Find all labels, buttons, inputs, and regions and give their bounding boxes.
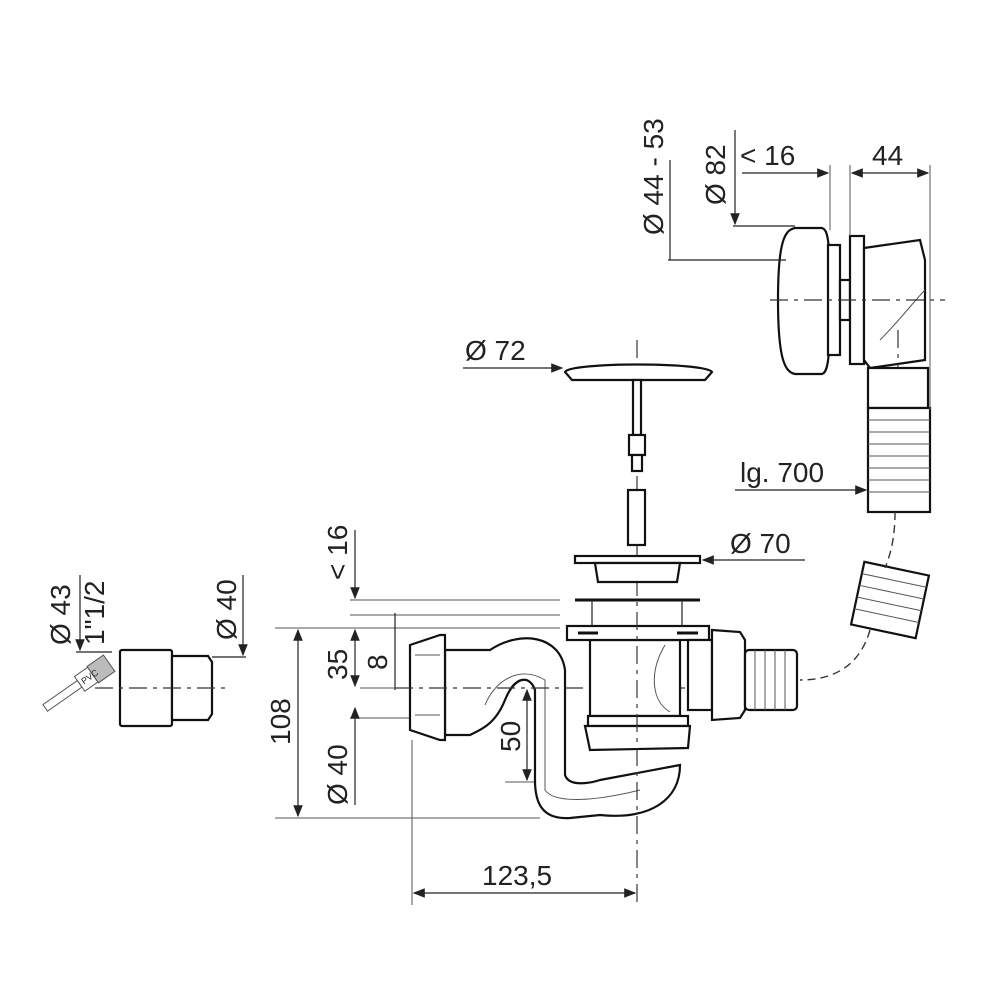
dim-trap-outlet-dia: Ø 40 [322, 744, 353, 805]
dim-trap-total-height: 108 [265, 698, 296, 745]
pvc-glue-brush-icon: PVC [42, 654, 116, 712]
overflow [770, 226, 945, 681]
dim-adapter-inner-dia: Ø 40 [211, 579, 242, 640]
dim-adapter-thread: 1"1/2 [79, 581, 110, 645]
pvc-adapter [95, 648, 225, 728]
dim-water-seal: 50 [495, 721, 526, 752]
dim-waste-flange-dia: Ø 70 [730, 528, 791, 559]
corrugated-hose-end [849, 560, 931, 640]
dim-adapter-outer-dia: Ø 43 [45, 584, 76, 645]
dim-trap-offset-8: 8 [362, 654, 393, 670]
dim-hose-length: lg. 700 [740, 457, 824, 488]
overflow-dimensions [668, 130, 931, 410]
dim-overflow-hole-dia: Ø 44 - 53 [638, 118, 669, 235]
dim-plug-dia: Ø 72 [465, 335, 526, 366]
dim-trap-max-thickness: < 16 [322, 525, 353, 580]
plug [563, 363, 714, 547]
dim-trap-length: 123,5 [482, 860, 552, 891]
corrugated-hose [866, 366, 932, 514]
waste-flange [573, 554, 702, 584]
trap-dimensions [275, 530, 637, 905]
dim-overflow-depth: 44 [872, 140, 903, 171]
trap [395, 340, 800, 905]
dim-trap-height-35: 35 [322, 649, 353, 680]
dim-overflow-plate-dia: Ø 82 [700, 144, 731, 205]
dim-overflow-max-thickness: < 16 [740, 140, 795, 171]
threaded-outlet [743, 648, 799, 712]
